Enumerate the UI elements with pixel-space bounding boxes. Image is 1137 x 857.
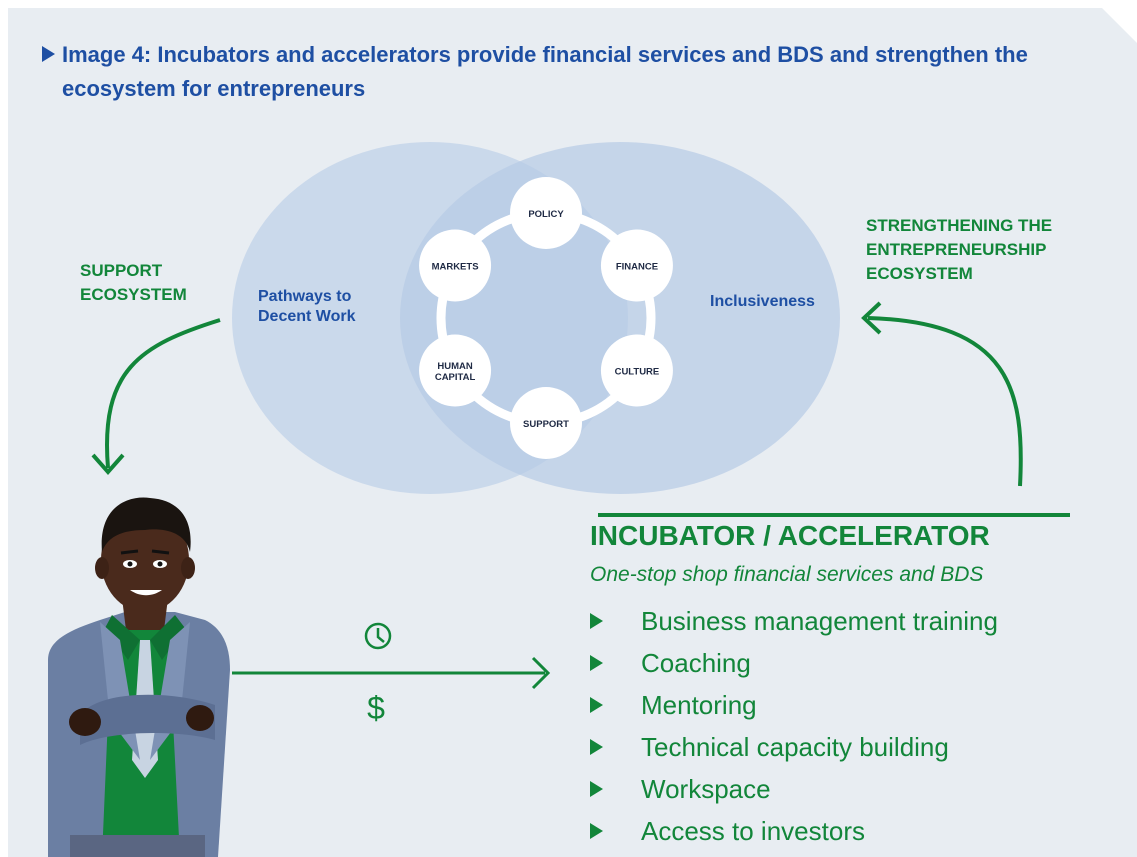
bullet-triangle-icon (590, 739, 603, 755)
ecosystem-node (510, 177, 582, 249)
venn-right-label: Inclusiveness (710, 293, 815, 310)
venn-left-label-line2: Decent Work (258, 308, 356, 325)
venn-left-label-line1: Pathways to (258, 288, 352, 305)
strengthening-label-line2: ENTREPRENEURSHIP (866, 240, 1046, 259)
figure-title-text: Image 4: Incubators and accelerators pro… (62, 42, 1028, 101)
service-label: Technical capacity building (641, 732, 949, 762)
ecosystem-node-label: SUPPORT (523, 419, 569, 430)
clock-icon (364, 622, 392, 650)
money-symbol: $ (367, 690, 385, 726)
entrepreneur-illustration (48, 497, 230, 857)
ecosystem-node-label: HUMAN (437, 361, 472, 372)
service-label: Business management training (641, 606, 998, 636)
flow-arrowhead (531, 656, 551, 690)
venn-right-circle (400, 142, 840, 494)
ecosystem-node (419, 229, 492, 302)
service-label: Coaching (641, 648, 751, 678)
support-ecosystem-label-line1: SUPPORT (80, 261, 163, 280)
ecosystem-node (600, 334, 673, 407)
ecosystem-node (419, 334, 492, 407)
support-ecosystem-label-line2: ECOSYSTEM (80, 285, 187, 304)
service-label: Mentoring (641, 690, 757, 720)
bullet-triangle-icon (590, 697, 603, 713)
strengthening-arrow (867, 316, 1023, 487)
ecosystem-node-label: MARKETS (432, 262, 479, 273)
service-label: Workspace (641, 774, 771, 804)
bullet-triangle-icon (590, 823, 603, 839)
figure-title: Image 4: Incubators and accelerators pro… (42, 38, 1122, 106)
bullet-triangle-icon (590, 781, 603, 797)
title-bullet-icon (42, 46, 55, 62)
support-ecosystem-arrowhead (91, 453, 125, 476)
strengthening-label-line1: STRENGTHENING THE (866, 216, 1052, 235)
service-label: Access to investors (641, 816, 865, 846)
strengthening-arrowhead (861, 301, 882, 335)
ecosystem-node-label: POLICY (528, 209, 564, 220)
ecosystem-node-label: FINANCE (616, 262, 658, 273)
ecosystem-node (600, 229, 673, 302)
bullet-triangle-icon (590, 613, 603, 629)
ecosystem-node (510, 387, 582, 459)
incubator-title: INCUBATOR / ACCELERATOR (590, 520, 990, 551)
bullet-triangle-icon (590, 655, 603, 671)
strengthening-label-line3: ECOSYSTEM (866, 264, 973, 283)
incubator-subtitle: One-stop shop financial services and BDS (590, 563, 984, 586)
support-ecosystem-arrow (105, 318, 221, 469)
ecosystem-node-label: CAPITAL (435, 372, 476, 383)
ecosystem-node-label: CULTURE (615, 367, 660, 378)
